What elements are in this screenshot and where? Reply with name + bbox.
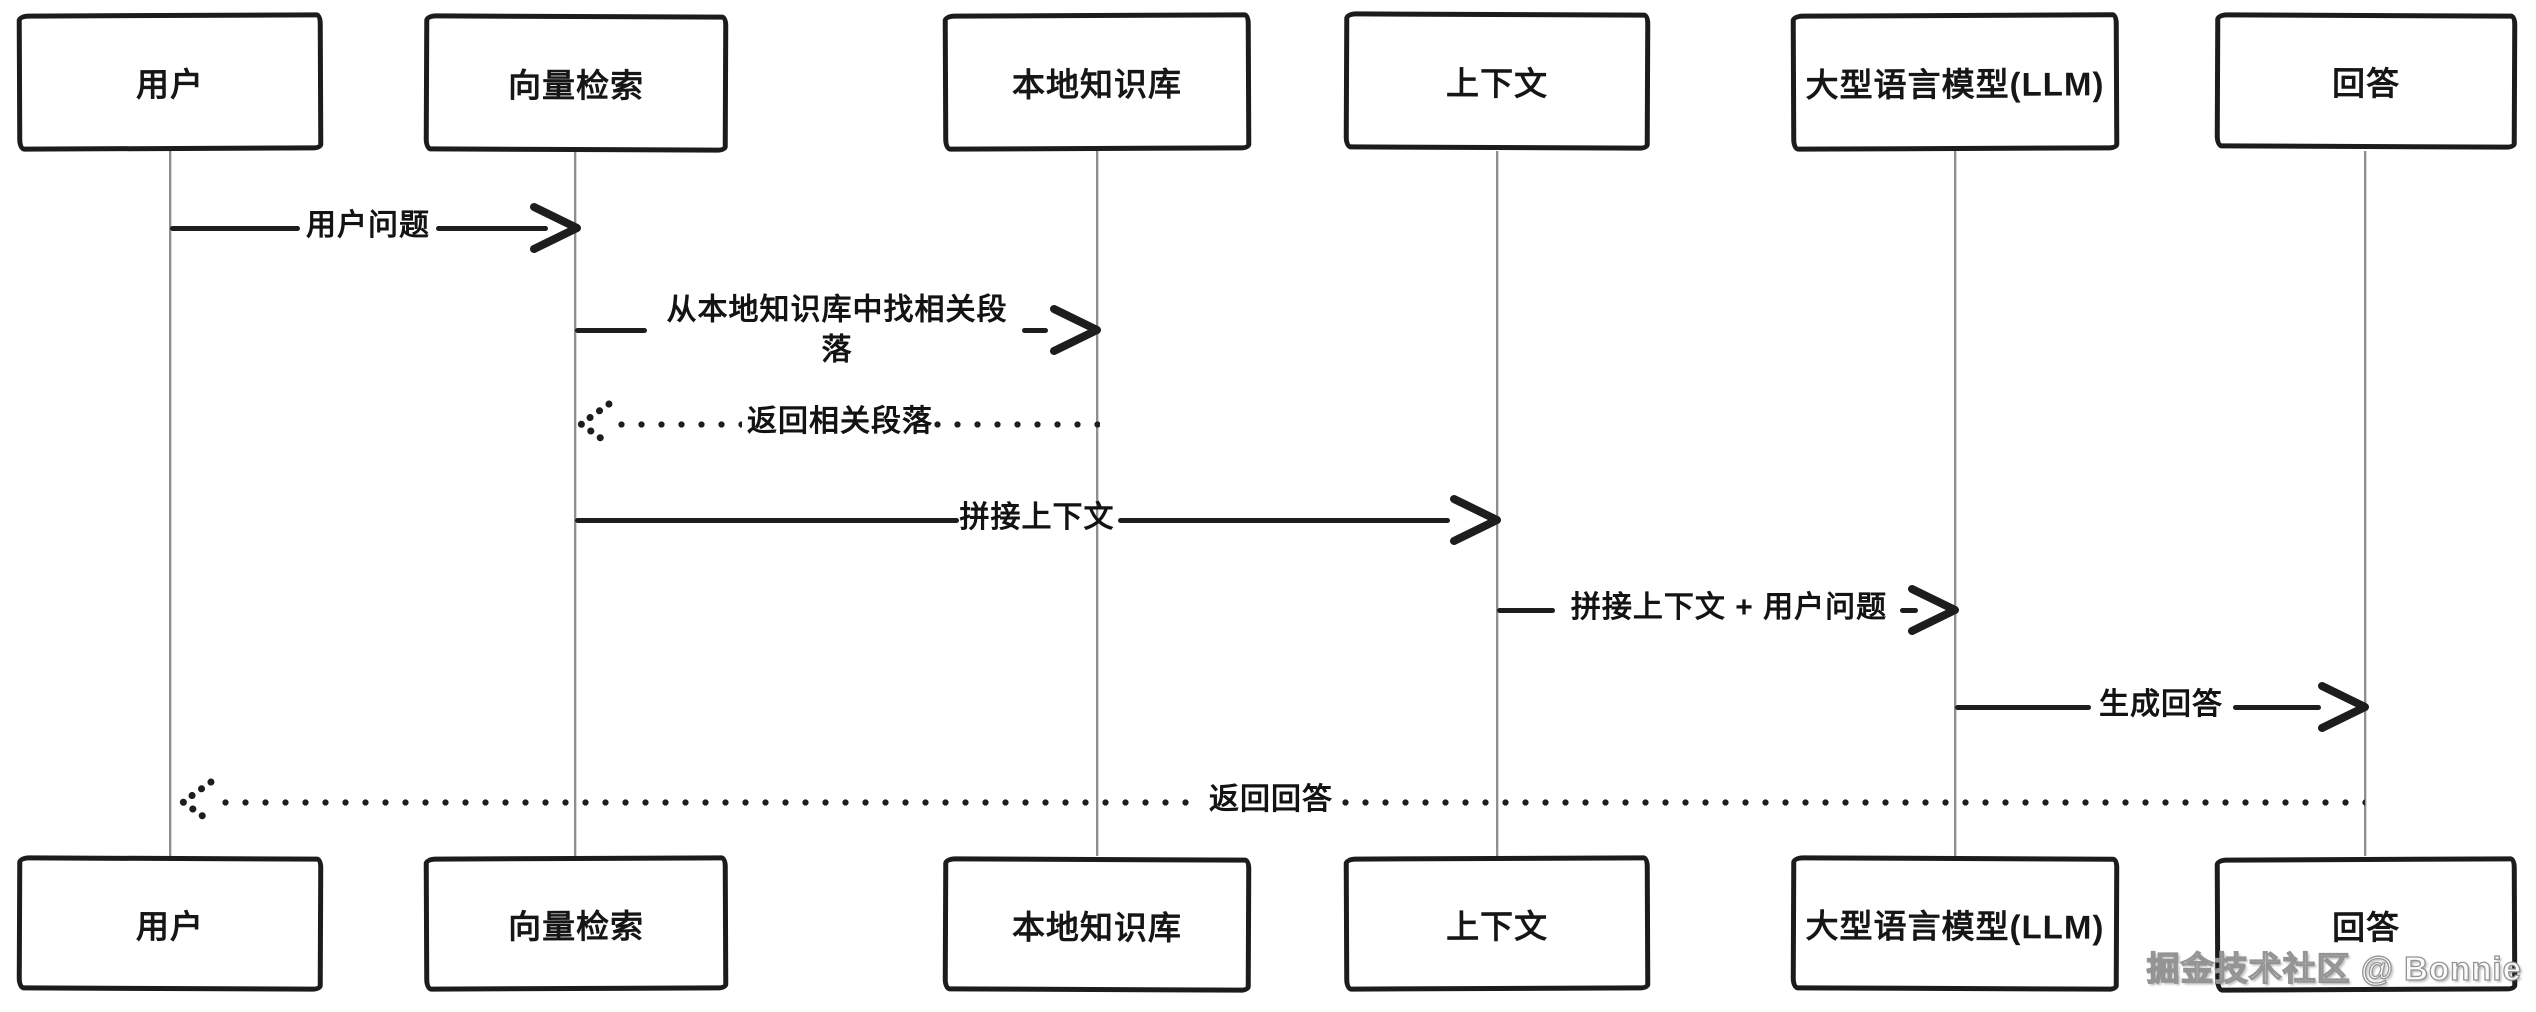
lifeline-answer bbox=[2364, 151, 2366, 856]
participant-label: 向量检索 bbox=[507, 907, 645, 945]
message-3-label: 返回相关段落 bbox=[747, 405, 933, 439]
participant-label: 上下文 bbox=[1445, 907, 1549, 945]
participant-label: 大型语言模型(LLM) bbox=[1805, 906, 2105, 946]
participant-box-llm-bottom: 大型语言模型(LLM) bbox=[1790, 855, 2120, 992]
message-3-line bbox=[618, 421, 742, 428]
lifeline-llm bbox=[1954, 151, 1956, 856]
participant-box-context-top: 上下文 bbox=[1343, 11, 1651, 151]
arrowhead-icon bbox=[1050, 305, 1101, 355]
message-2-label: 从本地知识库中找相关段落 bbox=[666, 293, 1008, 366]
arrowhead-icon bbox=[2318, 682, 2369, 732]
lifeline-user bbox=[169, 151, 171, 856]
participant-box-user-bottom: 用户 bbox=[16, 855, 324, 992]
participant-box-vector-search-top: 向量检索 bbox=[423, 13, 729, 153]
participant-label: 用户 bbox=[135, 65, 205, 104]
participant-box-knowledge-base-top: 本地知识库 bbox=[942, 12, 1252, 152]
arrowhead-icon bbox=[1908, 585, 1959, 635]
message-1-line bbox=[436, 226, 548, 231]
message-4-line bbox=[575, 518, 959, 523]
participant-label: 本地知识库 bbox=[1011, 908, 1183, 946]
message-7-line bbox=[222, 799, 1202, 806]
arrowhead-icon bbox=[530, 203, 581, 253]
participant-label: 上下文 bbox=[1445, 64, 1549, 103]
message-1-line bbox=[170, 226, 300, 231]
participant-box-answer-top: 回答 bbox=[2214, 12, 2518, 150]
message-6-line bbox=[2233, 705, 2321, 710]
message-1-label: 用户问题 bbox=[306, 209, 430, 243]
participant-label: 大型语言模型(LLM) bbox=[1805, 65, 2105, 104]
participant-label: 本地知识库 bbox=[1011, 65, 1183, 104]
lifeline-context bbox=[1496, 151, 1498, 856]
arrowhead-icon bbox=[1450, 495, 1501, 545]
lifeline-knowledge-base bbox=[1096, 151, 1098, 856]
participant-box-knowledge-base-bottom: 本地知识库 bbox=[942, 856, 1252, 993]
participant-label: 向量检索 bbox=[507, 66, 645, 105]
message-5-line bbox=[1497, 608, 1555, 613]
message-5-label: 拼接上下文 + 用户问题 bbox=[1570, 591, 1888, 625]
watermark: 掘金技术社区 @ Bonnie bbox=[2146, 949, 2522, 987]
message-2-line bbox=[575, 328, 647, 333]
participant-label: 用户 bbox=[135, 907, 205, 945]
dotted-arrowhead-icon bbox=[574, 400, 613, 448]
message-6-label: 生成回答 bbox=[2099, 688, 2223, 722]
participant-box-user-top: 用户 bbox=[16, 12, 324, 152]
message-5-line bbox=[1900, 608, 1918, 613]
message-6-line bbox=[1955, 705, 2091, 710]
participant-label: 回答 bbox=[2331, 64, 2401, 103]
message-2-line bbox=[1022, 328, 1048, 333]
participant-box-llm-top: 大型语言模型(LLM) bbox=[1790, 12, 2120, 152]
message-3-line bbox=[934, 421, 1100, 428]
message-4-line bbox=[1118, 518, 1450, 523]
message-7-label: 返回回答 bbox=[1209, 783, 1333, 817]
participant-box-vector-search-bottom: 向量检索 bbox=[423, 855, 729, 992]
message-7-line bbox=[1342, 799, 2365, 806]
lifeline-vector-search bbox=[574, 151, 576, 856]
dotted-arrowhead-icon bbox=[176, 778, 215, 826]
participant-box-context-bottom: 上下文 bbox=[1343, 855, 1651, 992]
message-4-label: 拼接上下文 bbox=[959, 501, 1115, 535]
